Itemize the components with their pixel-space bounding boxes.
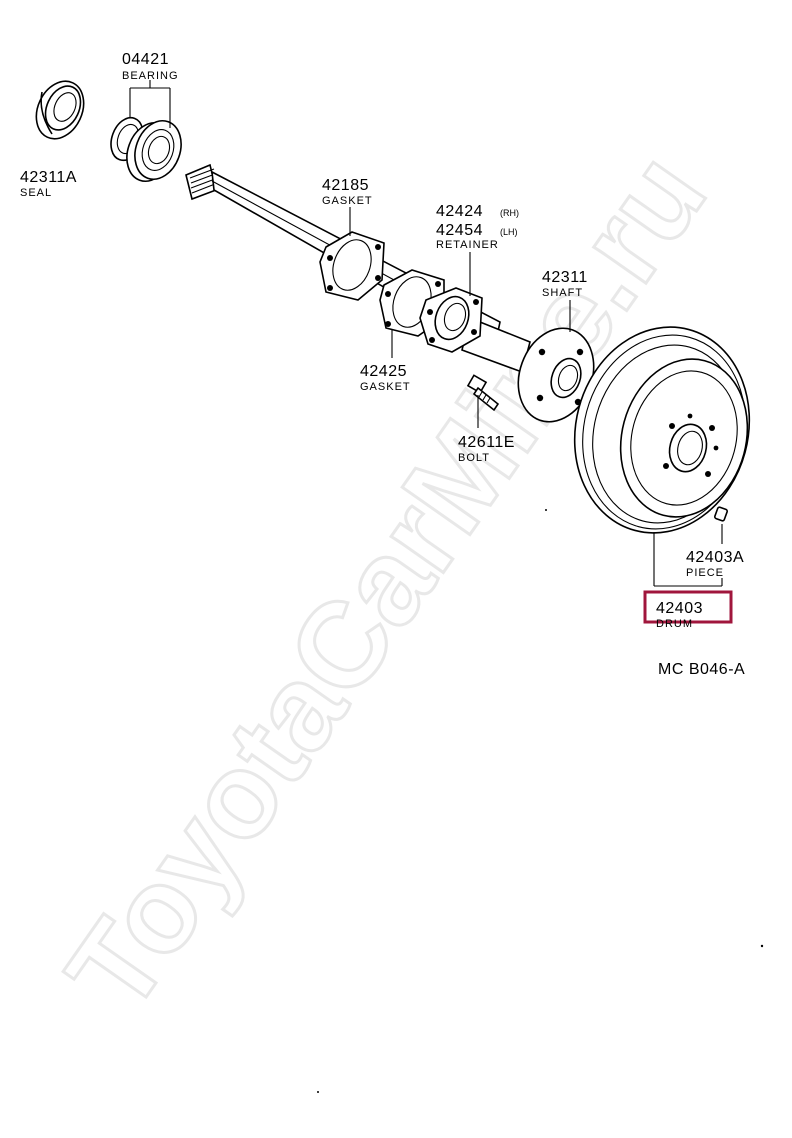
drum-piece-leaders — [653, 524, 723, 587]
bearing-leader — [129, 80, 171, 128]
speck — [545, 509, 547, 511]
bearing-name: BEARING — [122, 70, 179, 82]
diagram-code: MC B046-A — [658, 661, 745, 678]
piece-name: PIECE — [686, 567, 724, 579]
retainer-suffix-lh: (LH) — [500, 227, 518, 237]
bearing-drawing[interactable] — [105, 113, 189, 188]
gasket-lower-name: GASKET — [360, 381, 411, 393]
bearing-number: 04421 — [122, 51, 169, 68]
shaft-name: SHAFT — [542, 287, 583, 299]
speck — [317, 1091, 319, 1093]
bolt-name: BOLT — [458, 452, 490, 464]
gasket-upper-name: GASKET — [322, 195, 373, 207]
retainer-number-lh: 42454 — [436, 222, 483, 239]
seal-drawing[interactable] — [27, 74, 92, 147]
retainer-name: RETAINER — [436, 239, 499, 251]
shaft-number: 42311 — [542, 269, 588, 286]
speck — [760, 944, 764, 948]
hub-bolt-drawing[interactable] — [466, 374, 500, 412]
retainer-number-rh: 42424 — [436, 203, 483, 220]
retainer-drawing[interactable] — [419, 287, 483, 353]
gasket-upper-drawing[interactable] — [319, 231, 385, 301]
brake-drum-drawing[interactable] — [552, 307, 772, 552]
piece-drawing[interactable] — [714, 506, 728, 522]
gasket-upper-number: 42185 — [322, 177, 369, 194]
seal-name: SEAL — [20, 187, 52, 199]
bolt-number: 42611E — [458, 434, 515, 451]
seal-number: 42311A — [20, 169, 77, 186]
piece-number: 42403A — [686, 549, 744, 566]
drum-number[interactable]: 42403 — [656, 600, 703, 617]
gasket-lower-number: 42425 — [360, 363, 407, 380]
drum-highlight-box[interactable] — [643, 590, 733, 624]
retainer-suffix-rh: (RH) — [500, 208, 519, 218]
drum-name: DRUM — [656, 618, 693, 630]
